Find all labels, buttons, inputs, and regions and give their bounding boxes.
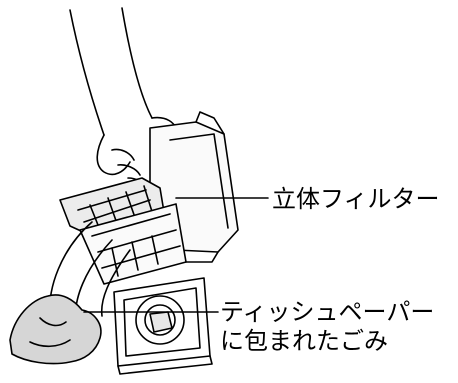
filter-frame <box>79 203 187 285</box>
lid <box>113 277 213 375</box>
hand <box>69 7 179 189</box>
label-filter: 立体フィルター <box>272 185 440 213</box>
label-tissue-line2: に包まれたごみ <box>220 327 388 355</box>
tissue-wrapped-debris <box>9 294 102 365</box>
label-tissue-line1: ティッシュペーパー <box>220 298 435 326</box>
